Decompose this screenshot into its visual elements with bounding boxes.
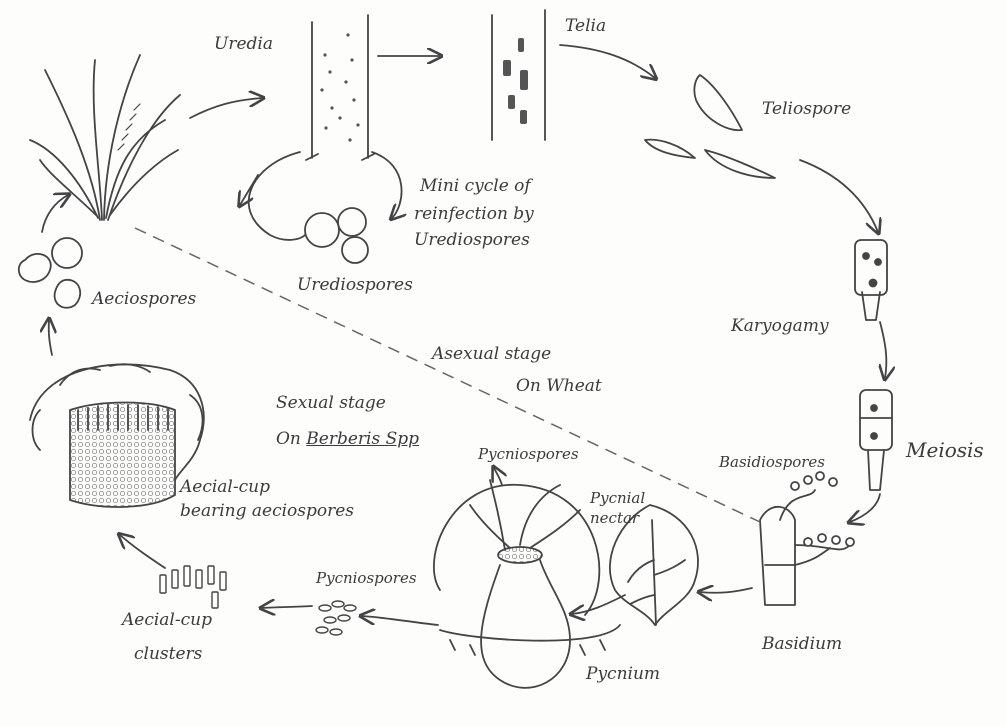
aecial-cup-clusters-line-1: Aecial-cup <box>122 610 212 630</box>
pycniospores-top-label: Pycniospores <box>478 444 579 464</box>
pycnial-nectar-line-1: Pycnial <box>590 488 645 508</box>
urediospores-illustration <box>305 208 368 263</box>
arrow-pycnium-to-pycniospores <box>362 616 438 625</box>
basidiospores-label: Basidiospores <box>719 452 825 472</box>
telia-stem-illustration <box>492 10 545 140</box>
aeciospores-label: Aeciospores <box>92 289 196 309</box>
uredia-spots <box>320 33 359 141</box>
aecial-cup-clusters-line-2: clusters <box>134 644 202 664</box>
basidiospore-dots <box>791 472 854 546</box>
arrow-meiosis-to-basidium <box>850 494 880 522</box>
wheat-plant-illustration <box>30 55 180 220</box>
pycniospores-cluster <box>316 601 356 635</box>
on-prefix-label: On <box>276 429 301 449</box>
on-wheat-label: On Wheat <box>516 376 602 396</box>
basidium-label: Basidium <box>762 634 842 654</box>
arrow-teliospore-to-karyogamy <box>800 160 878 232</box>
uredia-stem-illustration <box>306 15 374 160</box>
arrow-aecial-cup-to-aeciospores <box>49 320 52 355</box>
on-berberis-label: On Berberis Spp <box>276 429 419 449</box>
asexual-stage-label: Asexual stage <box>432 344 551 364</box>
pycnium-label: Pycnium <box>586 664 660 684</box>
mini-cycle-line-3: Urediospores <box>414 230 530 250</box>
sexual-stage-label: Sexual stage <box>276 393 386 413</box>
mini-cycle-line-1: Mini cycle of <box>420 176 531 196</box>
mini-cycle-line-2: reinfection by <box>414 204 534 224</box>
meiosis-label: Meiosis <box>906 440 984 460</box>
teliospores-illustration <box>645 75 775 178</box>
aeciospores-illustration <box>19 238 82 308</box>
aecial-cup-bearing-line-2: bearing aeciospores <box>180 501 354 521</box>
aecial-cup-bearing-line-1: Aecial-cup <box>180 477 270 497</box>
telia-spots <box>503 38 528 124</box>
mini-cycle-arrow-right <box>372 152 402 218</box>
arrow-aeciospores-to-wheat <box>42 195 68 232</box>
arrow-wheat-to-uredia <box>190 98 262 118</box>
aecial-cup-illustration <box>30 364 204 507</box>
arrow-leaf-to-pycnium <box>572 595 625 614</box>
pycnial-nectar-line-2: nectar <box>590 508 639 528</box>
meiosis-cell-illustration <box>860 390 892 490</box>
uredia-label: Uredia <box>214 34 273 54</box>
karyogamy-label: Karyogamy <box>731 316 829 336</box>
arrow-pycniospores-to-clusters <box>262 606 312 608</box>
urediospores-label: Urediospores <box>297 275 413 295</box>
arrow-clusters-to-aecial-cup <box>120 535 165 568</box>
pycniospores-label: Pycniospores <box>316 568 417 588</box>
aecial-cup-clusters-illustration <box>160 566 226 608</box>
mini-cycle-loop-left <box>249 152 305 240</box>
arrow-basidium-to-leaf <box>700 588 752 593</box>
telia-label: Telia <box>565 16 606 36</box>
teliospore-label: Teliospore <box>762 99 851 119</box>
arrow-telia-to-teliospore <box>560 45 655 78</box>
karyogamy-cell-illustration <box>855 240 887 320</box>
arrow-karyogamy-to-meiosis <box>880 322 886 378</box>
berberis-label: Berberis Spp <box>306 429 419 449</box>
basidium-illustration <box>760 490 850 605</box>
arrow-pycnium-to-top-pycniospores <box>494 468 502 485</box>
